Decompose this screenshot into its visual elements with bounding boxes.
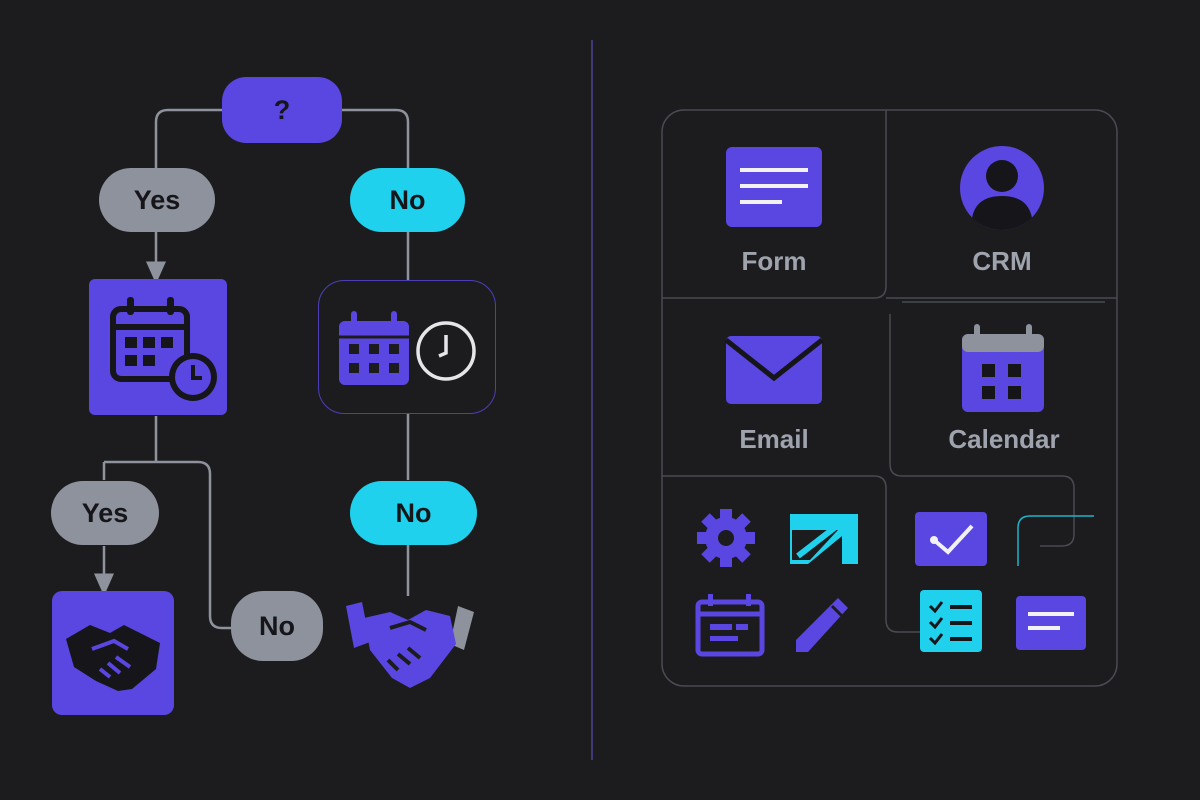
crm-app-tile[interactable]: CRM: [886, 110, 1117, 298]
checkbox-icon[interactable]: [915, 512, 987, 566]
no-top-node: No: [350, 168, 465, 232]
calendar-clock-icon: [110, 297, 217, 401]
email-label: Email: [739, 424, 809, 454]
yes-bottom-label: Yes: [81, 497, 129, 528]
question-node: ?: [222, 77, 342, 143]
email-icon: [724, 336, 824, 404]
no-bottom-node: No: [231, 591, 323, 661]
form-icon: [726, 147, 822, 227]
calendar-icon: [962, 324, 1044, 412]
calendar-app-tile[interactable]: Calendar: [890, 302, 1117, 476]
calendar-label: Calendar: [948, 424, 1060, 454]
scheduler-node: [318, 280, 496, 414]
event-icon[interactable]: [695, 594, 765, 657]
no-bottom-label: No: [259, 610, 295, 641]
connector-calendar-branch: [102, 416, 234, 630]
calendar-time-icon: [339, 311, 476, 385]
no-middle-label: No: [395, 497, 432, 528]
handshake-tile: [52, 591, 174, 715]
apps-panel-frame: [661, 109, 1118, 687]
no-top-label: No: [389, 184, 426, 215]
yes-top-label: Yes: [133, 184, 181, 215]
no-middle-node: No: [350, 481, 477, 545]
apps-cyan-accent: [1017, 515, 1094, 566]
email-app-tile[interactable]: Email: [662, 300, 886, 476]
text-lines-icon[interactable]: [1016, 596, 1086, 650]
user-icon: [960, 146, 1044, 230]
connector-question-yes: [154, 108, 222, 170]
paper-plane-icon[interactable]: [790, 514, 858, 564]
apps-grid-lines: [662, 110, 1117, 633]
form-label: Form: [741, 246, 807, 276]
crm-label: CRM: [972, 246, 1032, 276]
calendar-clock-tile: [89, 279, 227, 415]
pen-icon[interactable]: [796, 598, 848, 652]
yes-bottom-node: Yes: [51, 481, 159, 545]
yes-top-node: Yes: [99, 168, 215, 232]
connector-question-no: [342, 108, 410, 170]
handshake-icon: [66, 625, 160, 691]
form-app-tile[interactable]: Form: [662, 110, 886, 298]
checklist-icon[interactable]: [920, 590, 982, 652]
question-label: ?: [273, 94, 291, 125]
gear-icon[interactable]: [697, 509, 755, 567]
